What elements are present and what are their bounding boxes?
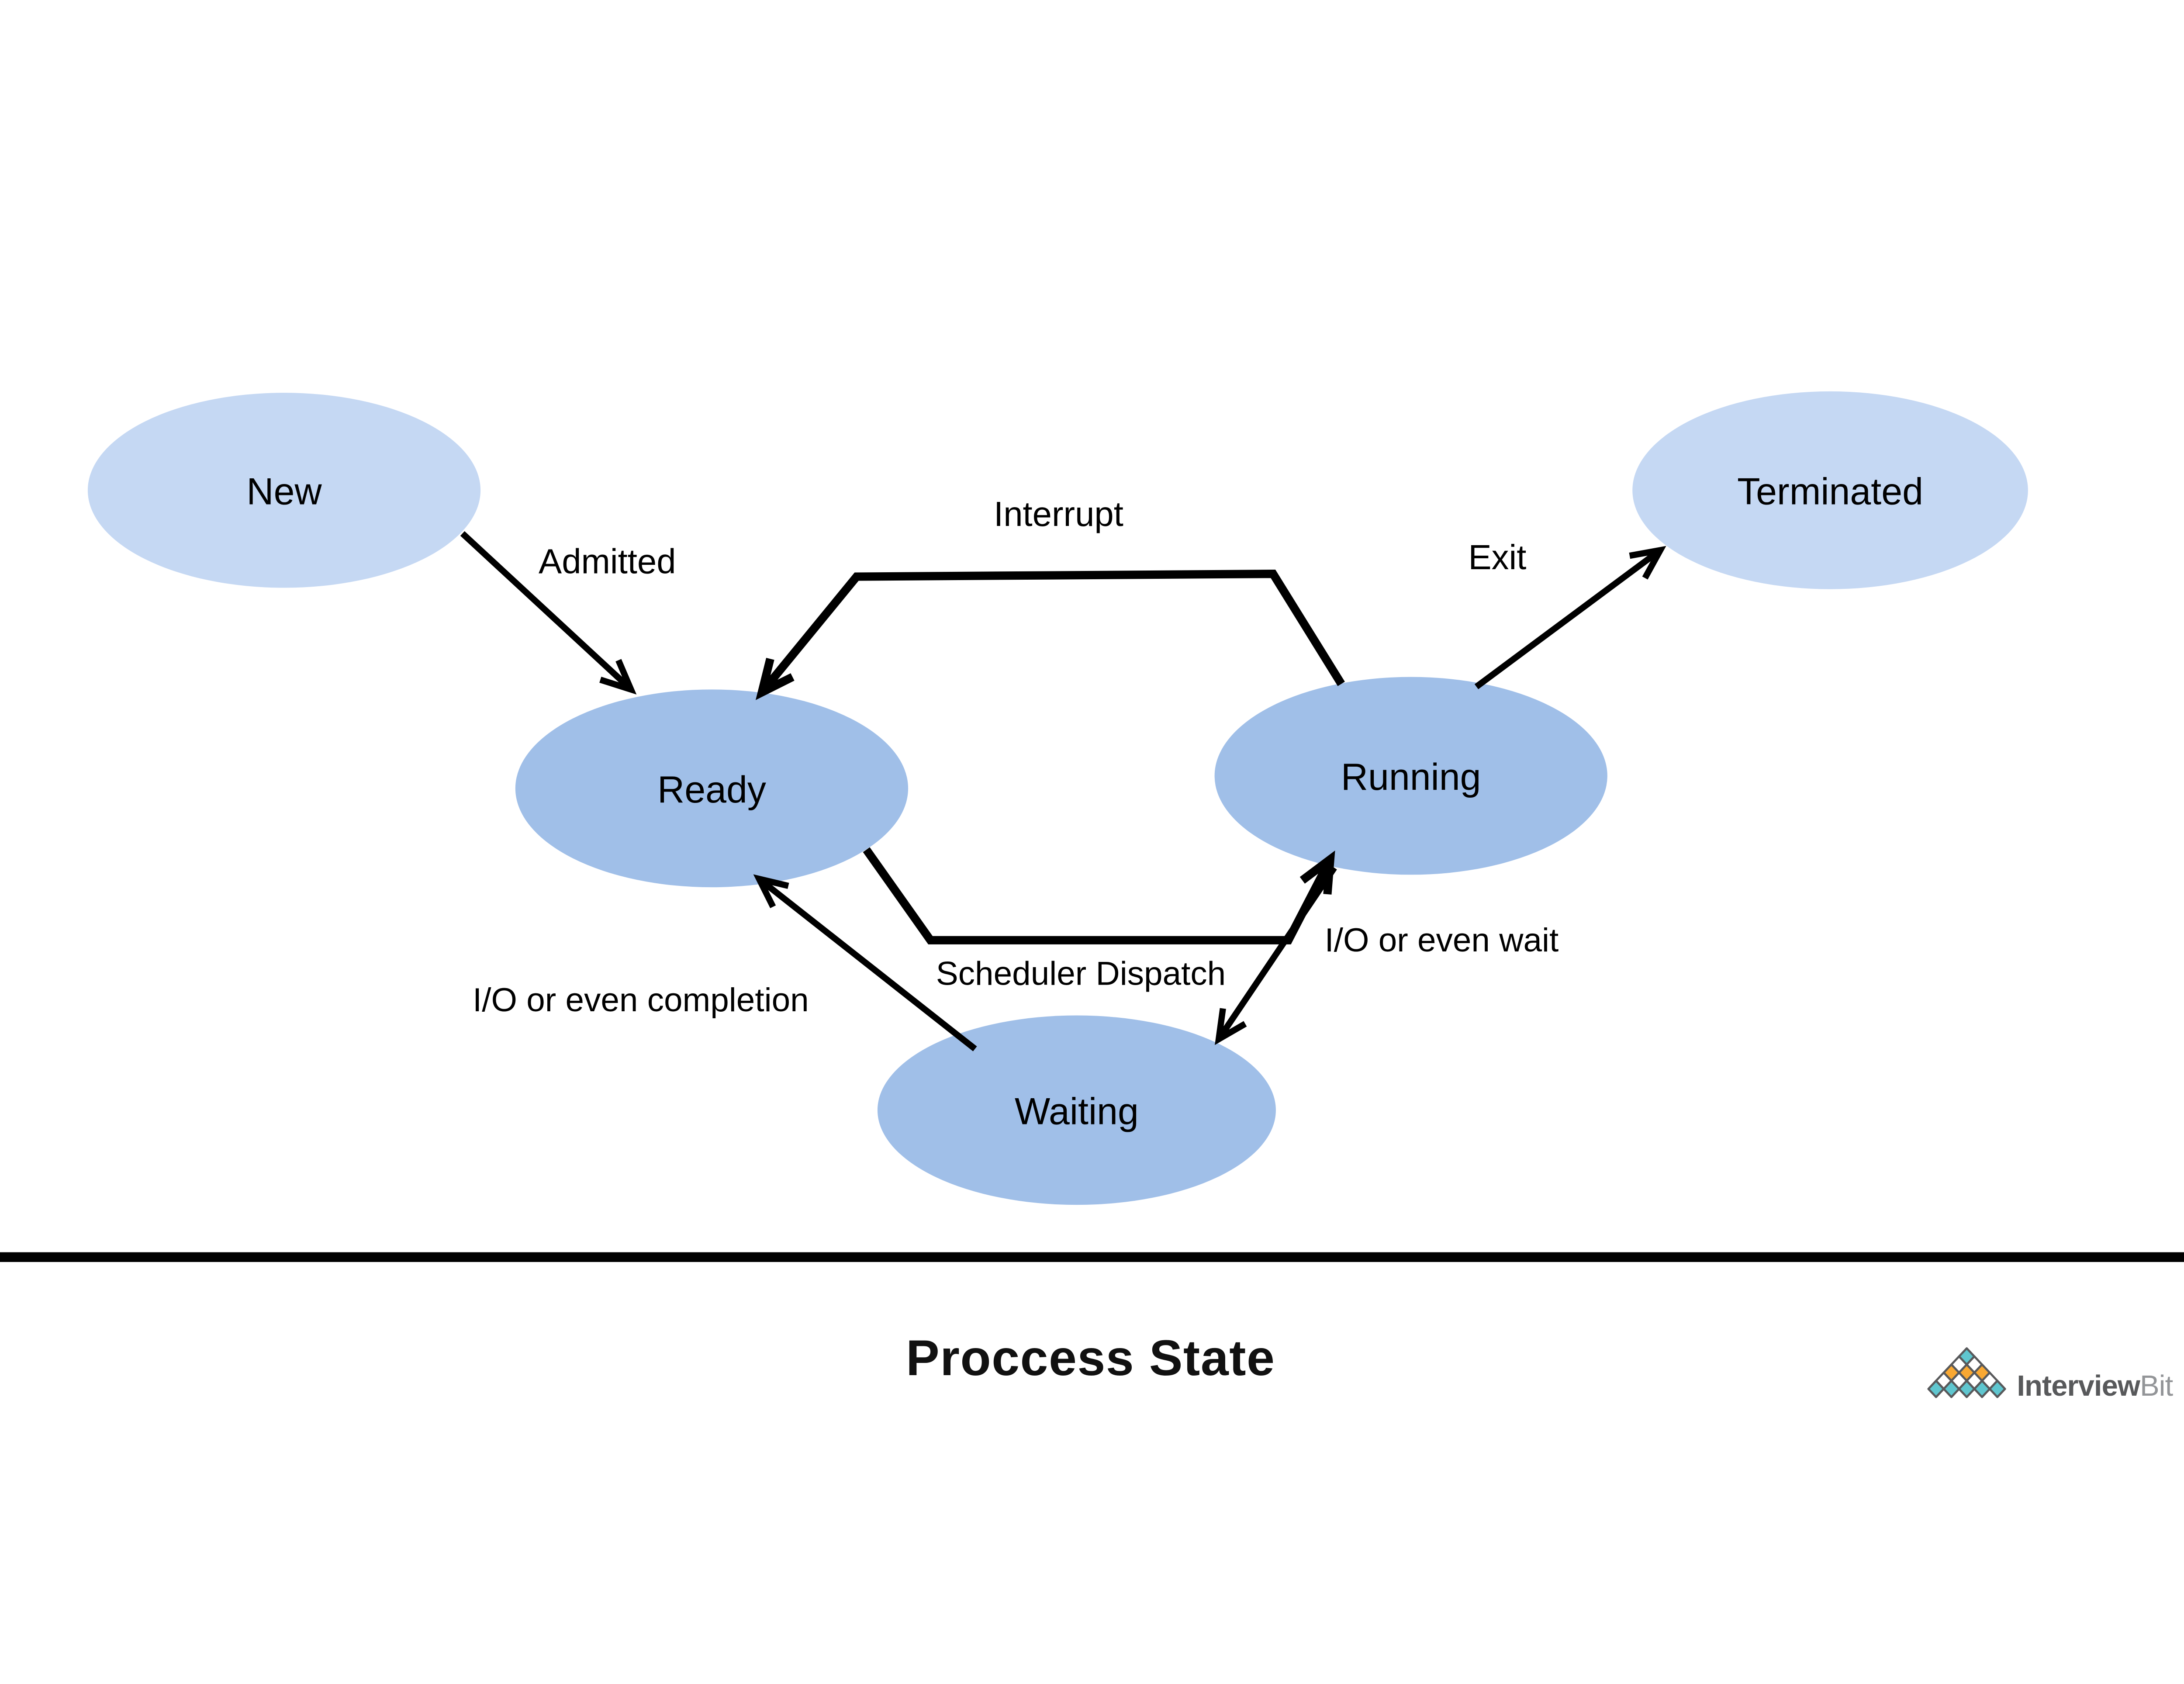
- transition-arrow-interrupt: [755, 570, 1345, 700]
- transition-label-io-wait: I/O or even wait: [1324, 922, 1559, 959]
- transition-label-interrupt: Interrupt: [994, 494, 1123, 533]
- brand-name-bit: Bit: [2140, 1369, 2174, 1402]
- state-label-running: Running: [1341, 756, 1481, 798]
- diagram-title: Proccess State: [906, 1330, 1275, 1386]
- state-label-ready: Ready: [657, 769, 766, 811]
- transition-label-scheduler-dispatch: Scheduler Dispatch: [936, 955, 1226, 992]
- logo-diamond-teal: [1988, 1380, 2006, 1398]
- logo-pyramid-icon: [1927, 1347, 2006, 1398]
- state-node-waiting: [877, 1015, 1276, 1205]
- transition-label-exit: Exit: [1468, 538, 1526, 577]
- state-node-terminated: [1632, 391, 2028, 589]
- transition-arrow-io-completion: [753, 874, 977, 1051]
- transition-arrow-io-wait: [1215, 866, 1337, 1045]
- transition-label-admitted: Admitted: [539, 542, 676, 581]
- transition-label-io-completion: I/O or even completion: [473, 982, 809, 1019]
- brand-name-interview: Interview: [2017, 1369, 2141, 1402]
- brand-name: InterviewBit: [2017, 1369, 2173, 1402]
- state-node-running: [1214, 677, 1607, 875]
- interviewbit-logo: InterviewBit: [1927, 1347, 2174, 1402]
- divider-line: [0, 1252, 2184, 1262]
- state-label-new: New: [246, 471, 322, 513]
- logo-diamond-teal: [1927, 1380, 1945, 1398]
- transition-arrow-exit: [1474, 546, 1666, 689]
- state-node-new: [87, 393, 481, 588]
- state-node-ready: [515, 689, 909, 888]
- logo-diamond-teal: [1942, 1380, 1960, 1398]
- state-label-terminated: Terminated: [1737, 471, 1923, 513]
- transition-arrow-scheduler-dispatch: [863, 847, 1335, 944]
- logo-diamond-teal: [1958, 1380, 1976, 1398]
- state-label-waiting: Waiting: [1015, 1091, 1139, 1133]
- logo-diamond-teal: [1973, 1380, 1991, 1398]
- transition-arrow-admitted: [460, 531, 637, 695]
